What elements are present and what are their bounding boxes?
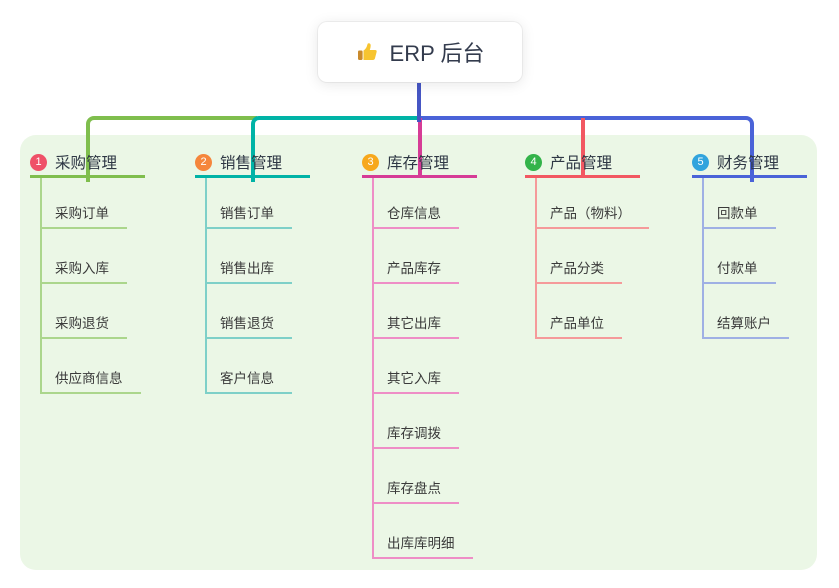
connector-branch-purchase — [86, 116, 257, 182]
branch-badge-5: 5 — [692, 153, 709, 171]
node-sales-outbound[interactable]: 销售出库 — [205, 256, 292, 284]
node-purchase-inbound[interactable]: 采购入库 — [40, 256, 127, 284]
node-product-stock[interactable]: 产品库存 — [372, 256, 459, 284]
branch-label-sales: 销售管理 — [220, 155, 283, 172]
node-stock-transfer[interactable]: 库存调拨 — [372, 421, 459, 449]
spine-purchase — [40, 178, 42, 394]
connector-branch-finance — [419, 116, 754, 182]
branch-label-purchase: 采购管理 — [55, 155, 118, 172]
node-supplier-info[interactable]: 供应商信息 — [40, 366, 141, 394]
node-product-category[interactable]: 产品分类 — [535, 256, 622, 284]
connector-branch-inventory — [418, 118, 422, 178]
spine-finance — [702, 178, 704, 339]
connector-root — [417, 82, 421, 122]
branch-label-product: 产品管理 — [550, 155, 613, 172]
spine-product — [535, 178, 537, 339]
node-payment-doc[interactable]: 付款单 — [702, 256, 776, 284]
node-other-outbound[interactable]: 其它出库 — [372, 311, 459, 339]
node-product-material[interactable]: 产品（物料） — [535, 201, 649, 229]
node-product-unit[interactable]: 产品单位 — [535, 311, 622, 339]
node-sales-order[interactable]: 销售订单 — [205, 201, 292, 229]
root-node[interactable]: ERP 后台 — [318, 22, 522, 82]
node-warehouse-info[interactable]: 仓库信息 — [372, 201, 459, 229]
branch-header-product[interactable]: 4 产品管理 — [525, 149, 640, 178]
node-settlement-account[interactable]: 结算账户 — [702, 311, 789, 339]
node-outbound-detail[interactable]: 出库库明细 — [372, 531, 473, 559]
node-purchase-return[interactable]: 采购退货 — [40, 311, 127, 339]
branch-label-inventory: 库存管理 — [387, 155, 450, 172]
node-other-inbound[interactable]: 其它入库 — [372, 366, 459, 394]
connector-branch-sales — [251, 116, 425, 182]
root-label: ERP 后台 — [389, 41, 485, 66]
branch-header-inventory[interactable]: 3 库存管理 — [362, 149, 477, 178]
branch-header-sales[interactable]: 2 销售管理 — [195, 149, 310, 178]
thumbs-up-icon — [356, 40, 380, 64]
spine-inventory — [372, 178, 374, 559]
branch-badge-2: 2 — [195, 153, 212, 171]
branch-badge-1: 1 — [30, 153, 47, 171]
branch-label-finance: 财务管理 — [717, 155, 780, 172]
branch-badge-4: 4 — [525, 153, 542, 171]
node-customer-info[interactable]: 客户信息 — [205, 366, 292, 394]
branch-header-purchase[interactable]: 1 采购管理 — [30, 149, 145, 178]
branches-panel — [20, 135, 817, 570]
connector-branch-product — [581, 118, 585, 178]
branch-header-finance[interactable]: 5 财务管理 — [692, 149, 807, 178]
node-purchase-order[interactable]: 采购订单 — [40, 201, 127, 229]
spine-sales — [205, 178, 207, 394]
node-sales-return[interactable]: 销售退货 — [205, 311, 292, 339]
node-receipt-doc[interactable]: 回款单 — [702, 201, 776, 229]
node-stock-count[interactable]: 库存盘点 — [372, 476, 459, 504]
branch-badge-3: 3 — [362, 153, 379, 171]
